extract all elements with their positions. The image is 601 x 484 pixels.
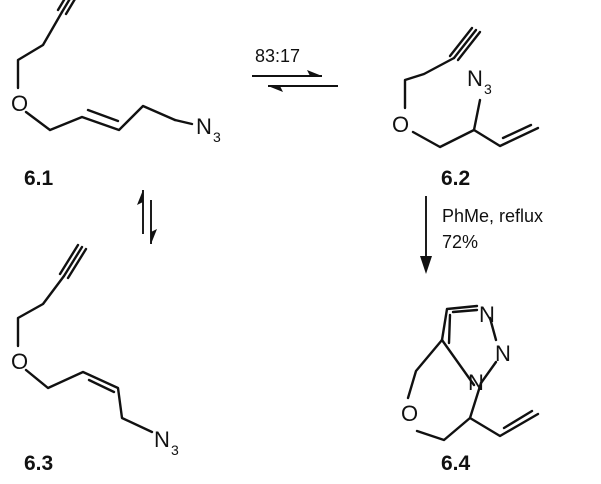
bond bbox=[403, 56, 456, 110]
compound-label-6-3: 6.3 bbox=[24, 452, 53, 475]
reaction-conditions: PhMe, reflux bbox=[442, 206, 543, 226]
azide-nitrogen: N bbox=[467, 66, 483, 91]
triazole-nitrogen-2: N bbox=[495, 341, 511, 366]
azide-subscript: 3 bbox=[171, 442, 179, 458]
equilibrium-ratio: 83:17 bbox=[255, 46, 300, 66]
oxygen-atom: O bbox=[401, 401, 418, 426]
triazole-nitrogen-3: N bbox=[468, 370, 484, 395]
double-bond-line bbox=[87, 378, 116, 394]
bond bbox=[24, 368, 154, 434]
double-bond-line bbox=[86, 108, 120, 123]
structure-6-4: N N N O bbox=[401, 302, 540, 442]
double-bond-line bbox=[451, 308, 479, 314]
triazole-nitrogen-1: N bbox=[479, 302, 495, 327]
oxygen-atom: O bbox=[11, 91, 28, 116]
double-bond-line bbox=[447, 313, 452, 345]
bond bbox=[173, 118, 194, 126]
double-bond-line bbox=[501, 123, 533, 140]
bond bbox=[24, 104, 177, 132]
compound-label-6-1: 6.1 bbox=[24, 167, 54, 190]
reaction-yield: 72% bbox=[442, 232, 478, 252]
alkyne-bond bbox=[448, 26, 482, 62]
bond bbox=[406, 338, 483, 442]
alkyne-bond bbox=[56, 0, 76, 16]
equilibrium-arrow bbox=[252, 70, 338, 92]
structure-6-1: O N 3 bbox=[11, 0, 221, 145]
oxygen-atom: O bbox=[392, 112, 409, 137]
compound-label-6-2: 6.2 bbox=[441, 167, 470, 190]
bond bbox=[16, 274, 66, 348]
azide-subscript: 3 bbox=[213, 129, 221, 145]
bond bbox=[440, 304, 498, 342]
bond bbox=[468, 412, 540, 438]
bond bbox=[472, 98, 482, 132]
bond bbox=[440, 338, 498, 387]
structure-6-3: O N 3 bbox=[11, 243, 179, 458]
reaction-arrow bbox=[420, 196, 432, 274]
oxygen-atom: O bbox=[11, 349, 28, 374]
compound-label-6-4: 6.4 bbox=[441, 452, 471, 475]
double-bond-line bbox=[502, 409, 534, 430]
vertical-equilibrium-arrow bbox=[137, 190, 157, 244]
azide-nitrogen: N bbox=[196, 114, 212, 139]
alkyne-bond bbox=[58, 243, 88, 280]
bond bbox=[16, 10, 64, 90]
structure-6-2: O N 3 bbox=[392, 26, 540, 149]
azide-subscript: 3 bbox=[484, 81, 492, 97]
azide-nitrogen: N bbox=[154, 427, 170, 452]
